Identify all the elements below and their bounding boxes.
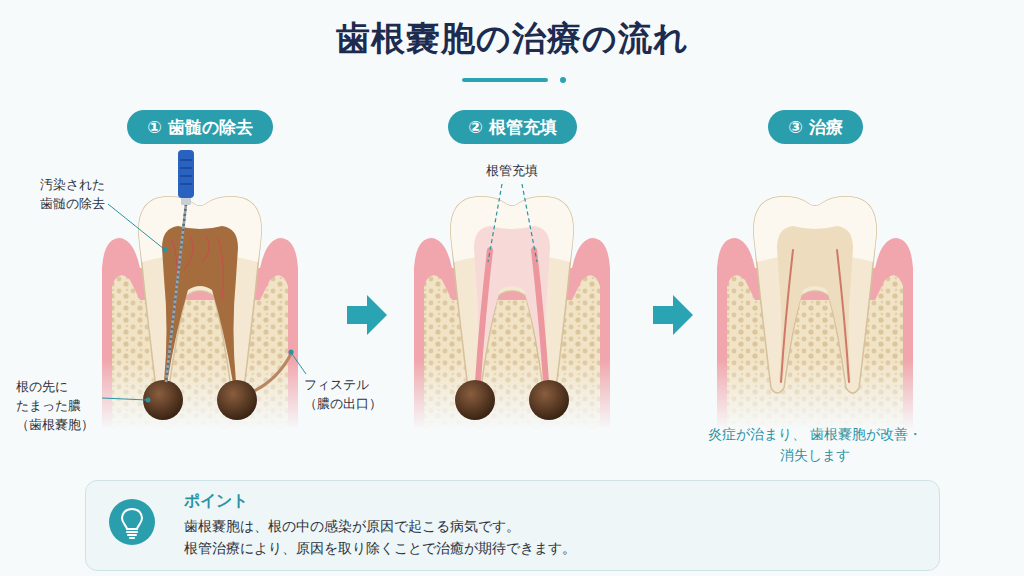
file-shaft [166, 204, 186, 382]
callout-label: フィステル （膿の出口） [304, 376, 390, 414]
leader-line [292, 354, 306, 374]
tooth-panel-2 [414, 197, 610, 430]
bone [727, 275, 903, 430]
leader-line [108, 204, 164, 249]
bulb-base [127, 532, 137, 538]
diagram-title: 歯根嚢胞の治療の流れ [0, 16, 1024, 62]
leader-line [488, 184, 502, 262]
step-arrow [347, 295, 387, 335]
cyst [455, 380, 495, 420]
cyst [529, 380, 569, 420]
leader-dot [289, 350, 294, 355]
bone [424, 275, 600, 430]
root-canal [781, 250, 849, 382]
point-panel: ポイント歯根嚢胞は、根の中の感染が原因で起こる病気です。 根管治療により、原因を… [85, 480, 940, 571]
title-dot [560, 77, 566, 83]
bulb [122, 509, 142, 529]
tooth-panel-3 [717, 197, 913, 430]
cleaned-pulp [474, 226, 550, 383]
result-caption: 炎症が治まり、 歯根嚢胞が改善・消失します [695, 424, 935, 466]
step-title: ② 根管充填 [468, 116, 556, 139]
icon-circle [109, 499, 155, 545]
step-pill: ③ 治療 [768, 110, 863, 144]
tooth-panel-1 [102, 150, 298, 430]
tooth [754, 197, 876, 393]
fistula [252, 352, 292, 392]
leader-line [522, 184, 537, 262]
leader-line [102, 398, 147, 400]
file-grip [180, 160, 192, 184]
callout-label: 根の先に たまった膿 （歯根嚢胞） [16, 378, 102, 435]
title-underline [462, 78, 548, 82]
step-arrow [653, 295, 693, 335]
leader-dot [163, 248, 168, 253]
callout-label: 根管充填 [467, 162, 557, 181]
step-title: ① 歯髄の除去 [147, 116, 252, 139]
healed-pulp [777, 226, 853, 383]
point-body: 歯根嚢胞は、根の中の感染が原因で起こる病気です。 根管治療により、原因を取り除く… [184, 516, 624, 559]
file-spiral [166, 204, 186, 382]
point-heading: ポイント [184, 491, 919, 512]
lightbulb-icon [108, 498, 156, 546]
bone [112, 275, 288, 430]
tooth [451, 197, 573, 393]
step-pill: ① 歯髄の除去 [127, 110, 273, 144]
root-filling [478, 250, 546, 382]
file-handle [178, 150, 194, 198]
step-pill: ② 根管充填 [448, 110, 577, 144]
tooth [139, 197, 261, 393]
cyst [143, 380, 183, 420]
file-collar [181, 197, 191, 205]
step-title: ③ 治療 [788, 116, 842, 139]
cyst [217, 380, 257, 420]
leader-dot [146, 398, 151, 403]
callout-label: 汚染された 歯髄の除去 [40, 176, 120, 214]
